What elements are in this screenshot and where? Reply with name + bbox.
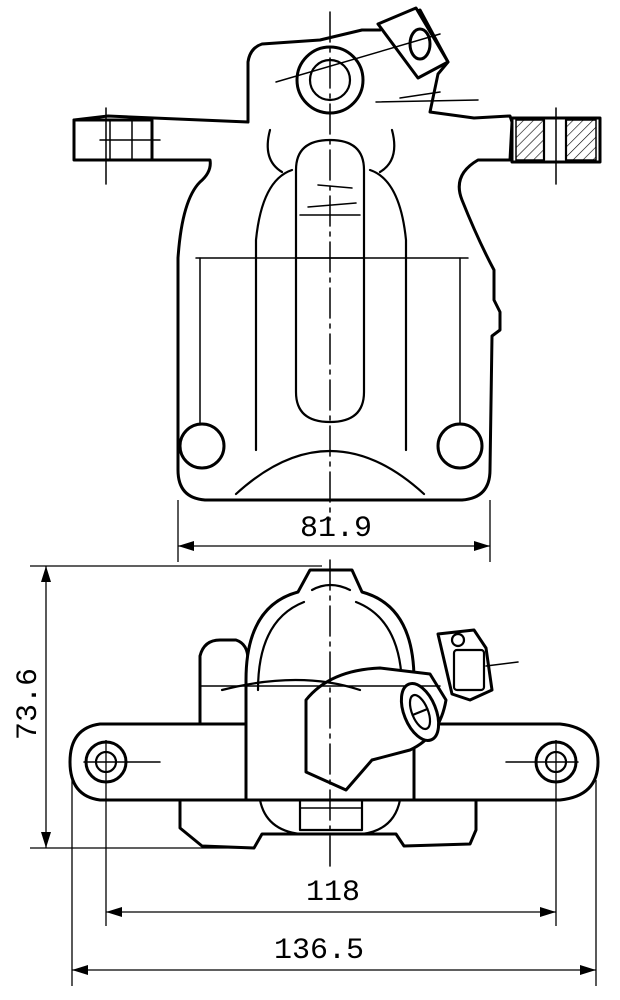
dim-bolt-spacing-label: 118 [306, 876, 360, 910]
caliper-front-view [68, 559, 600, 871]
dim-bolt-spacing: 118 [105, 740, 557, 926]
right-ear-hatched-section [515, 119, 545, 161]
dim-height-label: 73.6 [12, 668, 46, 740]
top-pad-slot [294, 138, 366, 424]
front-lower-body [178, 798, 478, 850]
caliper-top-view [72, 6, 602, 521]
top-left-corner-hole [178, 422, 226, 470]
dim-overall-width-label: 136.5 [274, 934, 364, 968]
dim-top-width-label: 81.9 [300, 512, 372, 546]
front-bleed-screw [399, 682, 441, 742]
front-connector [436, 628, 494, 702]
dim-height: 73.6 [12, 565, 322, 849]
dim-top-width: 81.9 [177, 500, 491, 562]
dim-overall-width: 136.5 [71, 780, 597, 986]
top-body-outline [72, 8, 514, 502]
top-right-corner-hole [436, 422, 484, 470]
front-left-pin-housing [198, 638, 250, 726]
